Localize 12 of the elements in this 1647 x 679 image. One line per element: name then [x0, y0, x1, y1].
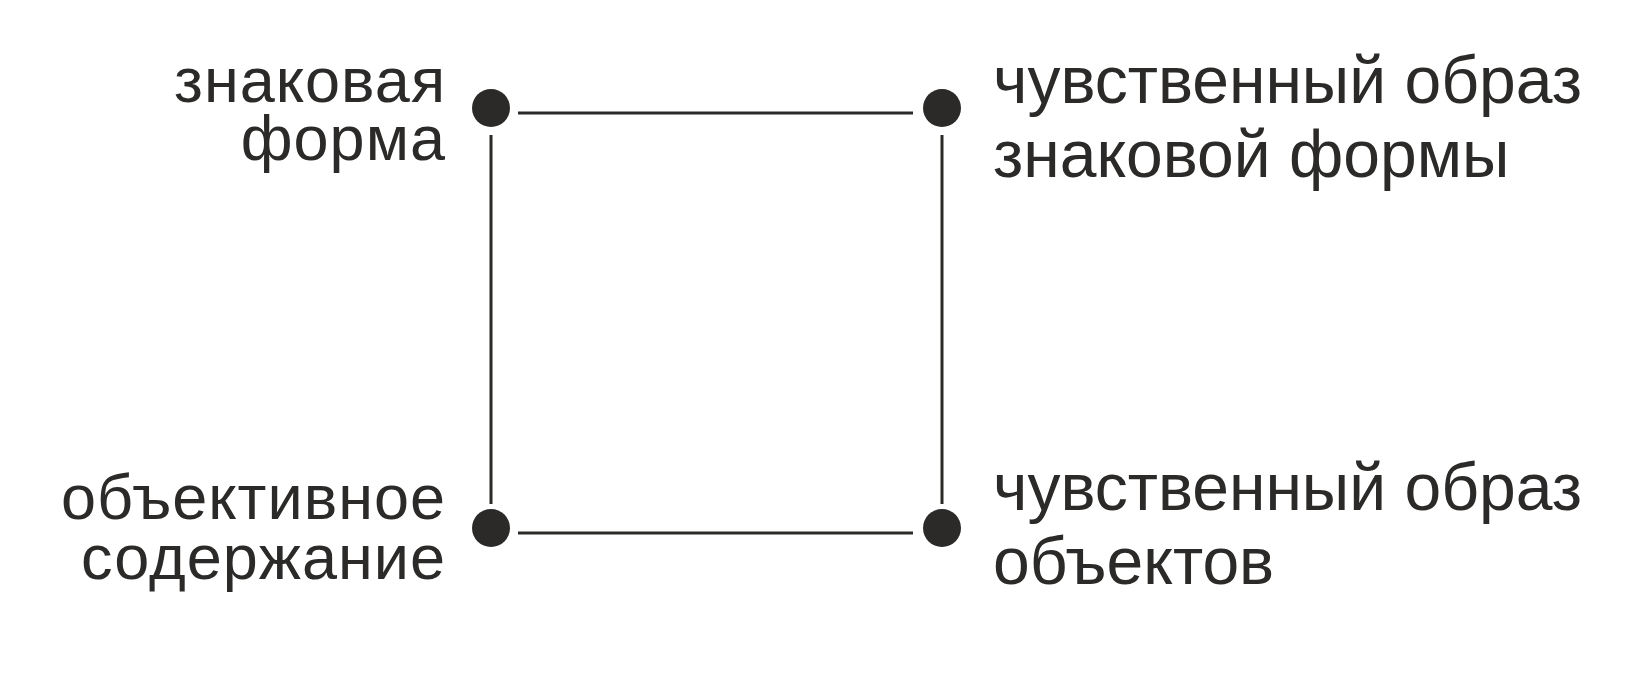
node-label: чувственный образ объектов	[992, 449, 1583, 600]
node-dot	[472, 89, 510, 127]
node-label: знаковая форма	[173, 44, 447, 175]
connector-line	[489, 135, 493, 504]
connector-line	[518, 531, 913, 535]
node-dot	[923, 509, 961, 547]
node-dot	[472, 509, 510, 547]
node-dot	[923, 89, 961, 127]
connector-line	[940, 135, 944, 504]
node-label: чувственный образ знаковой формы	[992, 42, 1583, 193]
connector-line	[518, 111, 913, 115]
node-label: объективное содержание	[59, 461, 447, 594]
